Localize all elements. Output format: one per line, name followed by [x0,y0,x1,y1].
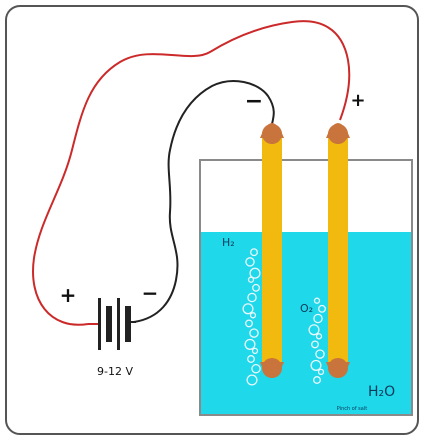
oxygen-bubbles [308,297,326,384]
oxygen-label: O₂ [300,302,313,315]
gas-bubble [315,333,323,340]
gas-bubble [318,304,326,313]
battery [88,298,136,350]
gas-bubble [252,283,260,292]
gas-bubble [311,340,319,349]
battery-voltage-label: 9-12 V [97,365,133,378]
cathode-minus-sign: − [245,89,263,114]
gas-bubble [251,363,261,374]
gas-bubble [244,338,256,350]
anode-electrode [326,123,350,378]
gas-bubble [249,328,259,338]
gas-bubble [247,292,257,303]
gas-bubble [313,297,321,304]
anode-plus-sign: + [350,90,365,111]
gas-bubble [247,355,255,363]
gas-bubble [317,368,325,376]
gas-bubble [249,312,257,319]
gas-bubble [308,324,320,336]
battery-plus-sign: + [60,283,77,307]
black-wire [133,80,275,323]
cathode-electrode [260,123,284,378]
gas-bubble [315,349,325,359]
red-wire [32,20,351,326]
gas-bubble [247,276,255,283]
gas-bubble [245,257,255,267]
water-label: H₂O [368,384,395,400]
gas-bubble [249,267,261,279]
gas-bubble [251,347,259,355]
gas-bubble [246,374,258,386]
hydrogen-label: H₂ [222,236,235,249]
water-note: Pinch of salt [337,406,367,412]
gas-bubble [245,319,253,328]
hydrogen-bubbles [242,248,261,386]
battery-minus-sign: − [142,281,159,305]
gas-bubble [250,248,258,257]
gas-bubble [310,359,322,371]
gas-bubble [242,303,254,315]
gas-bubble [313,313,323,324]
water [201,232,411,414]
gas-bubble [313,376,321,384]
